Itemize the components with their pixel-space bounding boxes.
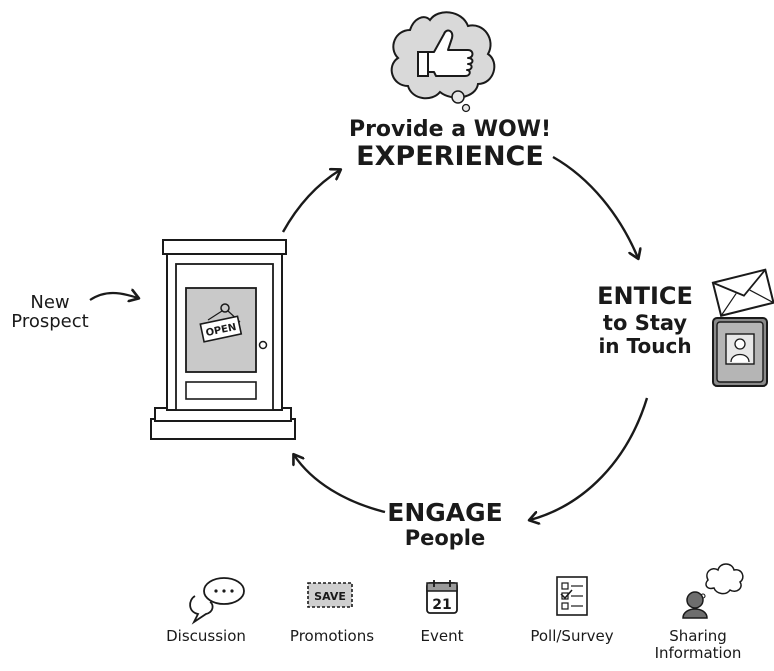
prospect-line-2: Prospect [11, 310, 89, 332]
wow-line-2: EXPERIENCE [356, 141, 544, 173]
poll-survey-label: Poll/Survey [530, 627, 614, 645]
wow-line-1: Provide a WOW! [348, 117, 552, 142]
address-book-icon [712, 317, 768, 387]
entice-line-3: in Touch [598, 334, 692, 359]
sharing-information-label: Sharing Information [648, 628, 748, 661]
new-prospect-label: New Prospect [0, 292, 100, 332]
person-thought-icon [682, 563, 744, 619]
arrow-entice-to-engage [530, 397, 649, 520]
engage-line-1: ENGAGE [387, 498, 503, 527]
engage-line-2: People [404, 526, 486, 551]
arrow-prospect-to-door [89, 293, 138, 300]
wow-stage-label: Provide a WOW! EXPERIENCE [330, 118, 570, 171]
save-badge-text: SAVE [314, 590, 346, 603]
checklist-icon [556, 576, 588, 616]
prospect-line-1: New [30, 292, 70, 313]
sharing-line-2: Information [654, 643, 742, 662]
discussion-label: Discussion [166, 627, 246, 645]
arrow-engage-to-door [294, 455, 386, 514]
calendar-badge-text: 21 [432, 597, 451, 613]
speech-bubble-icon [189, 577, 245, 625]
arrow-wow-to-entice [552, 155, 638, 258]
arrow-door-to-wow [281, 170, 340, 233]
promotions-label: Promotions [289, 627, 375, 645]
engage-stage-label: ENGAGE People [370, 498, 520, 551]
calendar-icon: 21 [426, 580, 458, 614]
event-label: Event [420, 627, 464, 645]
save-coupon-icon: SAVE [307, 582, 353, 608]
entice-line-1: ENTICE [597, 282, 693, 310]
entice-stage-label: ENTICE to Stay in Touch [585, 282, 705, 359]
envelope-icon [711, 268, 774, 317]
open-door-icon: OPEN [150, 239, 296, 440]
entice-line-2: to Stay [602, 311, 688, 336]
sharing-line-1: Sharing [669, 627, 727, 645]
thumbs-up-cloud-icon [390, 11, 496, 113]
